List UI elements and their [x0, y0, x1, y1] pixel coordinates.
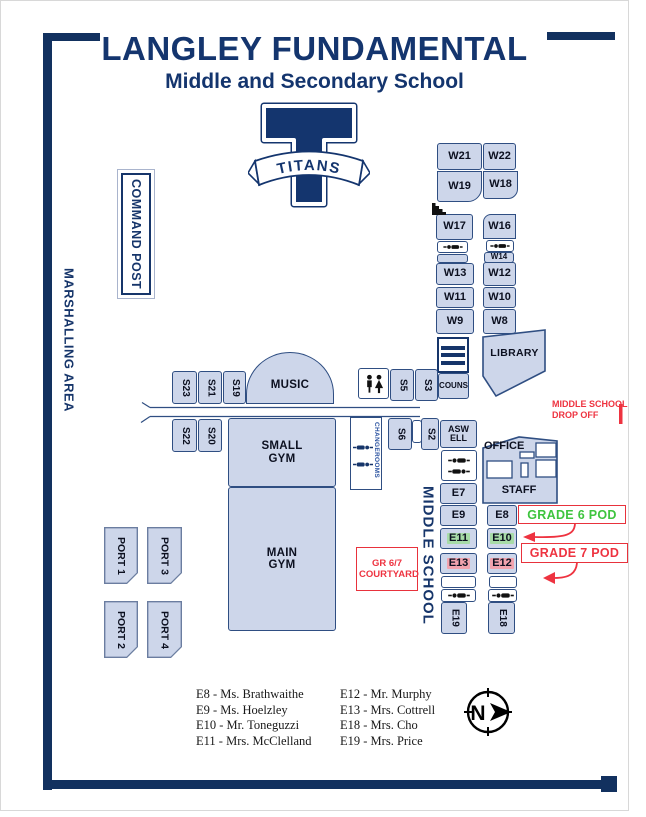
- washroom-icon: [448, 457, 470, 463]
- room-w19: W19: [437, 171, 482, 202]
- room-e12: E12: [487, 553, 517, 574]
- washroom-icon: [442, 245, 463, 249]
- logo-banner: [253, 150, 365, 187]
- room-couns: COUNS: [438, 373, 469, 399]
- washroom-music: [358, 368, 389, 399]
- room-w17: W17: [436, 214, 473, 240]
- titans-logo: TITANS: [248, 102, 370, 208]
- command-post-label: COMMAND POST: [121, 173, 151, 295]
- command-post-box: COMMAND POST: [117, 169, 155, 299]
- room-blank-left: [441, 576, 476, 588]
- legend-entry: E9 - Ms. Hoelzley: [196, 702, 288, 717]
- changerooms-box: CHANGEROOMS: [350, 417, 382, 490]
- washroom-w-left: [437, 241, 468, 253]
- washroom-icon: [490, 244, 510, 248]
- washroom-icon: [353, 445, 373, 450]
- washroom-e-top: [441, 450, 477, 481]
- room-e8: E8: [487, 505, 517, 526]
- legend-entry: E13 - Mrs. Cottrell: [340, 702, 436, 717]
- washroom-icon: [447, 593, 470, 598]
- room-w12: W12: [483, 262, 516, 286]
- room-w9: W9: [436, 309, 474, 334]
- room-s6: S6: [388, 418, 412, 450]
- washroom-icon: [491, 593, 514, 598]
- room-w13: W13: [436, 263, 474, 285]
- room-e10: E10: [487, 528, 517, 549]
- room-small-gym: SMALL GYM: [228, 418, 336, 487]
- washroom-e19: [441, 589, 476, 602]
- dropoff-label: MIDDLE SCHOOL DROP OFF: [552, 399, 628, 420]
- grade7-pod-box: GRADE 7 POD: [521, 543, 628, 563]
- legend-entry: E19 - Mrs. Price: [340, 733, 423, 748]
- legend-column-2: E12 - Mr. Murphy E13 - Mrs. Cottrell E18…: [340, 687, 435, 749]
- room-main-gym: MAIN GYM: [228, 487, 336, 631]
- staff-label: STAFF: [501, 484, 537, 496]
- marshalling-area-label: MARSHALLING AREA: [61, 267, 77, 412]
- stairs-icon: [432, 203, 446, 215]
- room-port3: PORT 3: [147, 527, 182, 584]
- room-s22: S22: [172, 419, 197, 452]
- room-s21: S21: [198, 371, 222, 404]
- grade6-pod-box: GRADE 6 POD: [518, 505, 626, 524]
- room-w10: W10: [483, 287, 516, 308]
- washroom-e18: [488, 589, 517, 602]
- room-asw-ell: ASW ELL: [440, 420, 477, 448]
- washroom-icon: [353, 462, 373, 467]
- stairs-box: [437, 337, 469, 373]
- logo-banner-text: TITANS: [275, 157, 341, 178]
- room-w21: W21: [437, 143, 482, 170]
- room-e19: E19: [441, 602, 467, 634]
- svg-text:TITANS: TITANS: [275, 157, 342, 178]
- room-port4: PORT 4: [147, 601, 182, 658]
- room-s23: S23: [172, 371, 197, 404]
- middle-school-label: MIDDLE SCHOOL: [419, 485, 437, 625]
- page-title: LANGLEY FUNDAMENTAL: [101, 30, 528, 67]
- room-s2: S2: [421, 418, 439, 450]
- room-blank-w: [437, 254, 468, 263]
- room-port1: PORT 1: [104, 527, 138, 584]
- room-s3: S3: [415, 369, 438, 401]
- washroom-w-right: [486, 240, 514, 252]
- legend-entry: E8 - Ms. Brathwaithe: [196, 687, 304, 701]
- room-w22: W22: [483, 143, 516, 170]
- room-w8: W8: [483, 309, 516, 334]
- frame-bottom-cap: [601, 776, 617, 792]
- room-blank-right: [489, 576, 517, 588]
- legend-entry: E10 - Mr. Toneguzzi: [196, 718, 300, 733]
- legend-entry: E11 - Mrs. McClelland: [196, 733, 312, 748]
- room-w18: W18: [483, 171, 518, 199]
- courtyard-box: GR 6/7 COURTYARD: [356, 547, 419, 591]
- washroom-icon: [448, 468, 470, 474]
- frame-left-bar: [43, 33, 52, 790]
- office-label: OFFICE: [484, 440, 525, 452]
- room-w16: W16: [483, 214, 516, 239]
- room-w11: W11: [436, 287, 474, 308]
- room-port2: PORT 2: [104, 601, 138, 658]
- frame-bottom-bar: [43, 780, 606, 789]
- frame-top-left-bar: [43, 33, 100, 41]
- room-s20: S20: [198, 419, 222, 452]
- room-e7: E7: [440, 483, 477, 504]
- page-subtitle: Middle and Secondary School: [165, 70, 464, 93]
- compass-icon: N: [464, 688, 512, 736]
- frame-top-right-bar: [547, 32, 615, 40]
- legend-column-1: E8 - Ms. Brathwaithe E9 - Ms. Hoelzley E…: [196, 687, 312, 749]
- changerooms-label: CHANGEROOMS: [373, 422, 380, 479]
- room-e13: E13: [440, 553, 477, 574]
- persons-icon: [366, 374, 383, 393]
- room-e18: E18: [488, 602, 515, 634]
- room-s19: S19: [223, 371, 246, 404]
- room-e11: E11: [440, 528, 477, 549]
- room-e9: E9: [440, 505, 477, 526]
- legend-entry: E12 - Mr. Murphy: [340, 687, 432, 701]
- room-s5: S5: [390, 369, 414, 401]
- library-label: LIBRARY: [490, 347, 539, 359]
- compass-north-label: N: [470, 702, 485, 725]
- legend-entry: E18 - Mrs. Cho: [340, 718, 418, 733]
